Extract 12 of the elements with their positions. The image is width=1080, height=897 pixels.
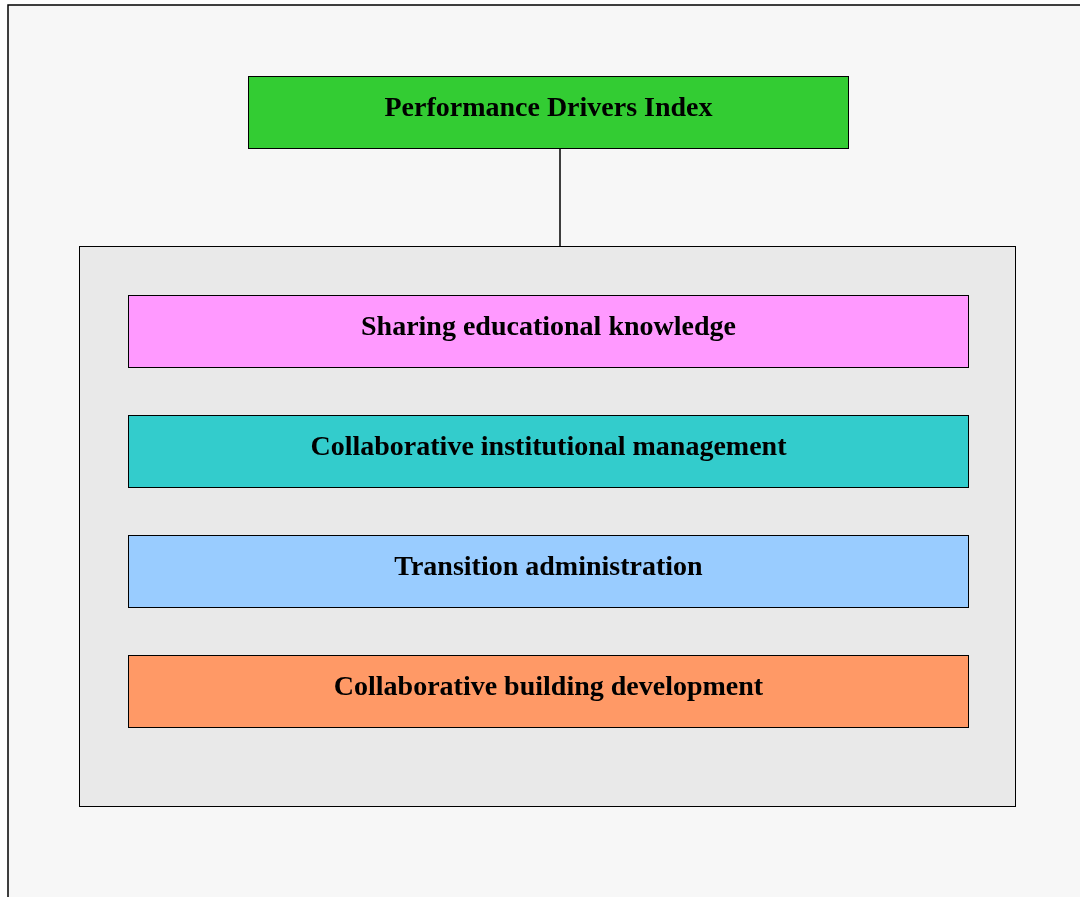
process-box bbox=[128, 655, 969, 728]
group-panel bbox=[79, 246, 1016, 807]
box-label: Performance Drivers Index bbox=[384, 92, 713, 123]
box-label: Collaborative building development bbox=[333, 671, 764, 702]
process-box bbox=[248, 76, 849, 149]
box-label: Collaborative institutional management bbox=[310, 431, 787, 462]
process-box bbox=[128, 295, 969, 368]
connector-line bbox=[559, 148, 561, 247]
process-box bbox=[128, 415, 969, 488]
box-label: Transition administration bbox=[394, 551, 703, 582]
box-label: Sharing educational knowledge bbox=[361, 311, 736, 342]
process-box bbox=[128, 535, 969, 608]
